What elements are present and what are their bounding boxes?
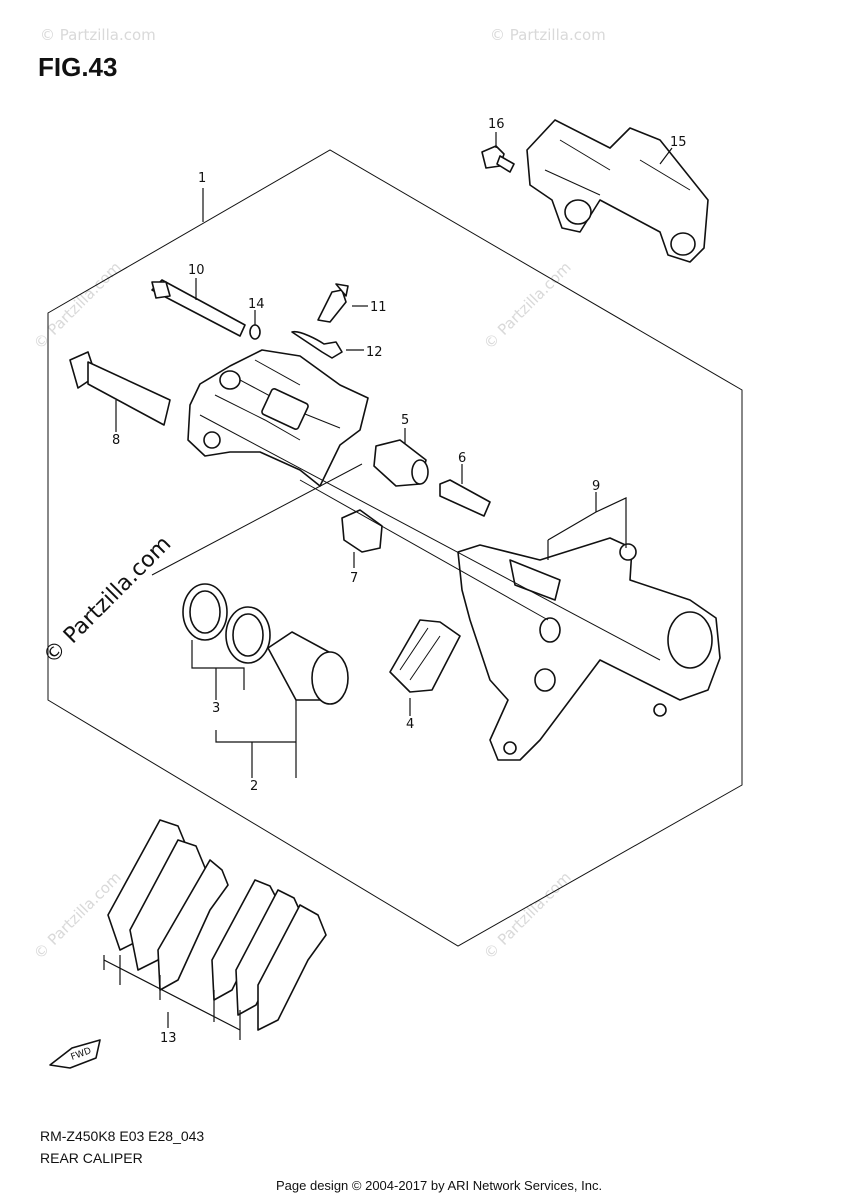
callout-4: 4 (406, 717, 414, 732)
part-6-pin[interactable] (439, 479, 491, 517)
callout-13: 13 (160, 1031, 177, 1046)
part-14-washer[interactable] (249, 324, 261, 340)
part-12-cap[interactable] (291, 330, 343, 359)
copyright-notice: Page design © 2004-2017 by ARI Network S… (276, 1178, 603, 1193)
part-3-seal[interactable] (225, 606, 271, 664)
part-4-pad-spring[interactable] (389, 619, 461, 693)
figure-caption: REAR CALIPER (40, 1150, 143, 1166)
assembly-outline (47, 149, 743, 947)
model-code: RM-Z450K8 E03 E28_043 (40, 1128, 205, 1144)
callout-3: 3 (212, 701, 220, 716)
figure-title: FIG.43 (38, 52, 118, 82)
watermark-main: © Partzilla.com (39, 532, 177, 670)
part-8-bolt[interactable] (69, 351, 171, 426)
part-15-bracket[interactable] (526, 119, 709, 263)
callout-14: 14 (248, 297, 265, 312)
callout-16: 16 (488, 117, 505, 132)
watermark: © Partzilla.com (490, 26, 606, 44)
part-13-brake-pads[interactable] (107, 819, 327, 1031)
part-16-bolt[interactable] (481, 145, 515, 173)
part-2-piston[interactable] (267, 631, 349, 705)
callout-10: 10 (188, 263, 205, 278)
part-5-sleeve[interactable] (373, 439, 429, 487)
watermark: © Partzilla.com (480, 868, 575, 963)
callout-15: 15 (670, 135, 687, 150)
part-11-bleeder[interactable] (317, 283, 349, 323)
callout-5: 5 (401, 413, 409, 428)
fwd-arrow-icon: FWD (49, 1039, 101, 1069)
callout-8: 8 (112, 433, 120, 448)
part-3-seal[interactable] (182, 583, 228, 641)
callout-11: 11 (370, 300, 387, 315)
callout-12: 12 (366, 345, 383, 360)
watermark: © Partzilla.com (40, 26, 156, 44)
watermark-layer: © Partzilla.com © Partzilla.com © Partzi… (30, 26, 606, 963)
callout-2: 2 (250, 779, 258, 794)
callout-1: 1 (198, 171, 206, 186)
callout-6: 6 (458, 451, 466, 466)
callout-7: 7 (350, 571, 358, 586)
part-7-boot[interactable] (341, 509, 383, 553)
part-10-pin[interactable] (151, 279, 246, 337)
watermark: © Partzilla.com (30, 258, 125, 353)
part-9-caliper-bracket[interactable] (457, 537, 721, 761)
caliper-body[interactable] (187, 349, 369, 487)
watermark: © Partzilla.com (480, 258, 575, 353)
callout-9: 9 (592, 479, 600, 494)
